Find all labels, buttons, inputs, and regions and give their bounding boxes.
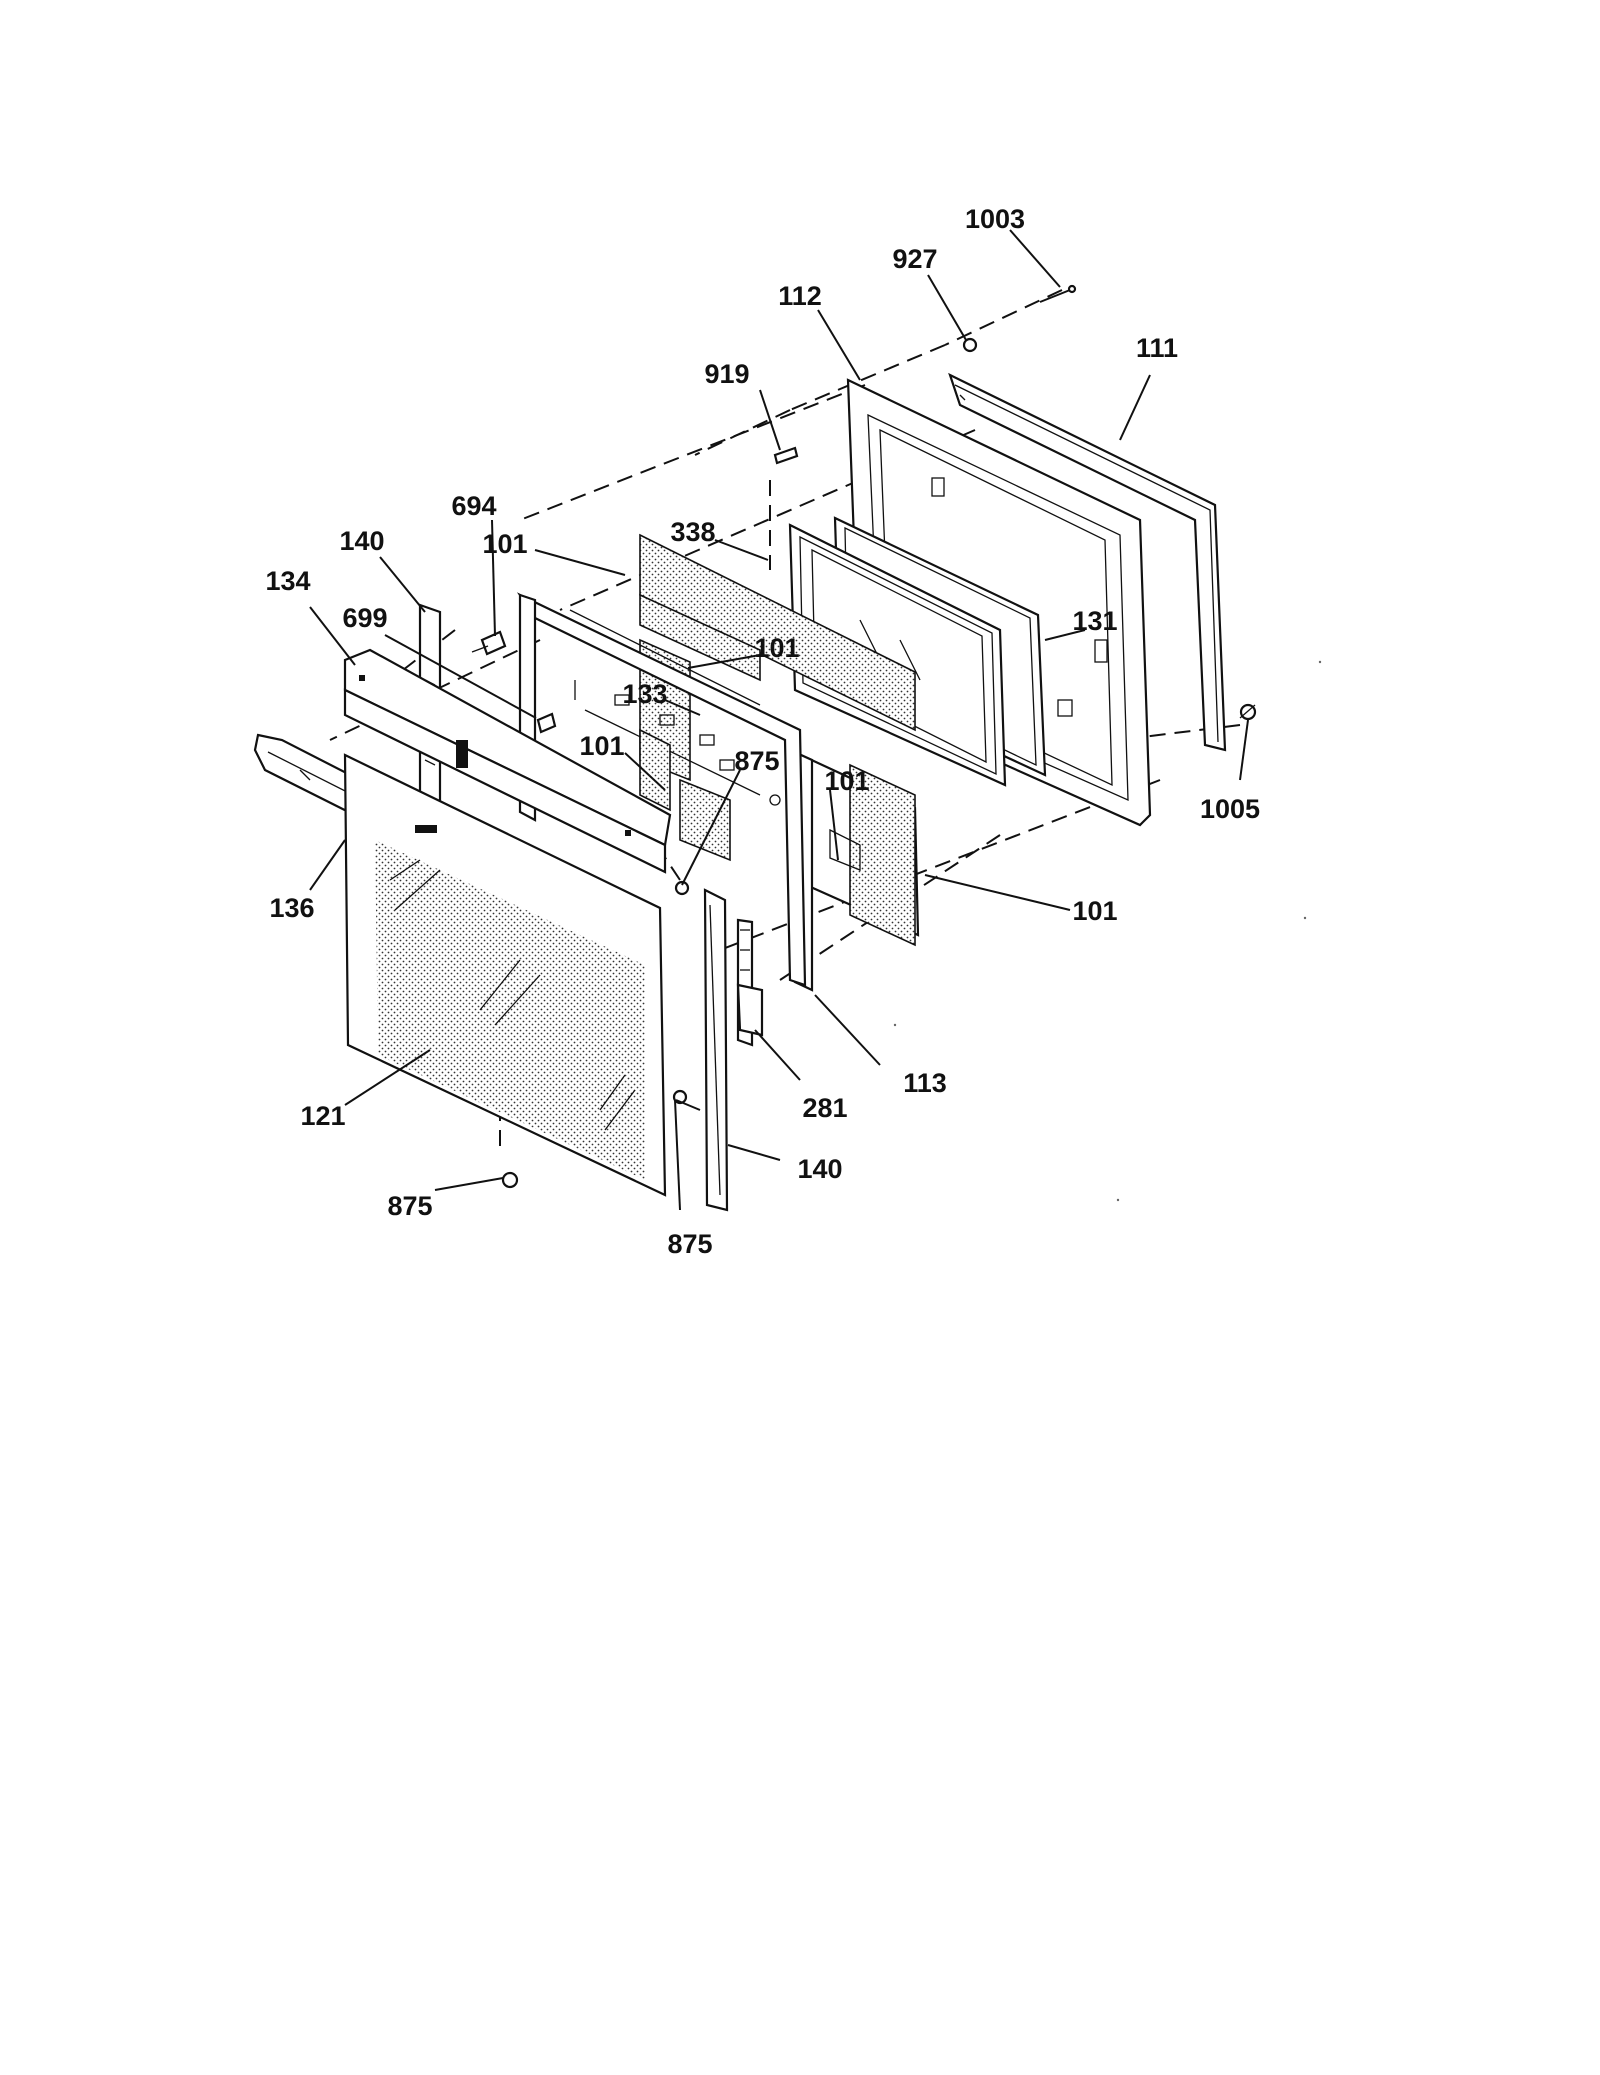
scan-specks [893, 660, 1322, 1202]
label-875-left: 875 [387, 1191, 432, 1221]
label-121: 121 [300, 1101, 345, 1131]
screw-694 [471, 630, 507, 656]
label-281: 281 [802, 1093, 847, 1123]
fastener-919 [773, 446, 799, 465]
leader-lines [309, 229, 1249, 1211]
label-875-upper: 875 [734, 746, 779, 776]
fastener-1003 [1039, 284, 1077, 303]
part-281-hinge [736, 918, 764, 1047]
part-111-gasket [948, 372, 1227, 752]
part-113-liner [639, 638, 920, 992]
part-101-door-frame [516, 592, 807, 987]
fastener-1005 [1239, 703, 1257, 721]
label-101-bottom: 101 [1072, 896, 1117, 926]
screw-699 [536, 712, 557, 734]
label-112: 112 [778, 281, 822, 311]
fastener-875-upper [674, 880, 690, 896]
label-136: 136 [269, 893, 314, 923]
fastener-875-bottom [501, 1171, 519, 1189]
part-140-right-trim [703, 888, 729, 1212]
label-133: 133 [622, 679, 667, 709]
part-121-outer-glass [343, 753, 667, 1197]
label-140-upper: 140 [339, 526, 384, 556]
label-919: 919 [704, 359, 749, 389]
label-875-bottom: 875 [667, 1229, 712, 1259]
part-134-top-trim [343, 648, 672, 874]
label-113: 113 [903, 1068, 947, 1098]
fastener-927 [962, 337, 978, 353]
label-699: 699 [342, 603, 387, 633]
label-338: 338 [670, 517, 715, 547]
label-101-top: 101 [482, 529, 527, 559]
label-927: 927 [892, 244, 937, 274]
label-111: 111 [1136, 333, 1178, 363]
label-101-right: 101 [824, 766, 869, 796]
label-694: 694 [451, 491, 496, 521]
label-1003: 1003 [965, 204, 1025, 234]
label-101-left: 101 [579, 731, 624, 761]
part-338-insulation [639, 533, 916, 732]
label-134: 134 [265, 566, 310, 596]
label-1005: 1005 [1200, 794, 1260, 824]
part-labels: 1003 927 112 111 919 694 140 101 338 134… [265, 204, 1260, 1259]
label-131: 131 [1072, 606, 1117, 636]
label-140-lower: 140 [797, 1154, 842, 1184]
label-101-middle: 101 [754, 633, 799, 663]
